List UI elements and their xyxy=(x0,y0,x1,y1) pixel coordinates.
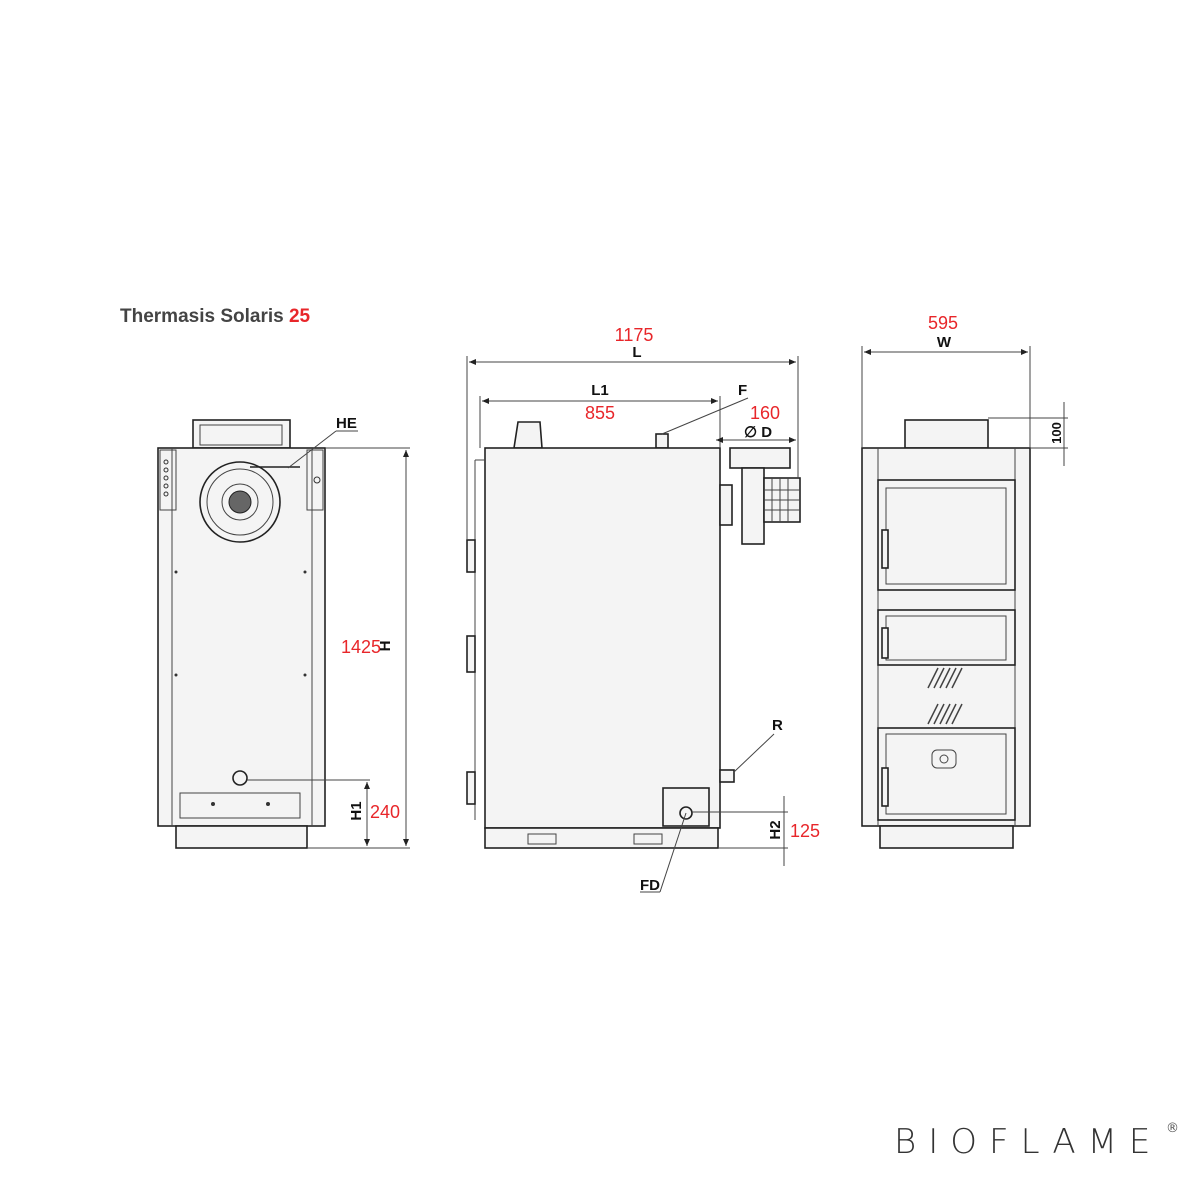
l1-label: L1 xyxy=(591,382,609,399)
r-label: R xyxy=(772,717,783,734)
h1-label: H1 xyxy=(348,801,365,820)
svg-text:BIOFLAME: BIOFLAME xyxy=(894,1122,1162,1162)
back-view: 595 W 100 xyxy=(861,313,1068,849)
fan-icon xyxy=(199,461,281,543)
d-value: 160 xyxy=(750,403,780,423)
width-value: 595 xyxy=(928,313,958,333)
fd-label: FD xyxy=(640,877,660,894)
drawing-title: Thermasis Solaris 25 xyxy=(120,306,311,327)
he-label: HE xyxy=(336,415,357,432)
front-view: HE 1425 H H1 240 xyxy=(157,415,410,849)
d-label: ∅ D xyxy=(744,424,772,441)
h1-value: 240 xyxy=(370,802,400,822)
top-value: 100 xyxy=(1049,422,1064,444)
width-label: W xyxy=(937,334,952,351)
bioflame-logo: BIOFLAME ® xyxy=(894,1121,1179,1162)
f-label: F xyxy=(738,382,747,399)
side-view: 1175 L L1 855 F 160 ∅ D R H2 125 FD xyxy=(466,325,820,894)
length-value: 1175 xyxy=(615,325,654,345)
length-label: L xyxy=(632,344,641,361)
h2-label: H2 xyxy=(767,820,784,839)
l1-value: 855 xyxy=(585,403,615,423)
height-value: 1425 xyxy=(341,637,381,657)
height-label: H xyxy=(377,641,394,652)
svg-text:®: ® xyxy=(1166,1121,1179,1136)
h2-value: 125 xyxy=(790,821,820,841)
